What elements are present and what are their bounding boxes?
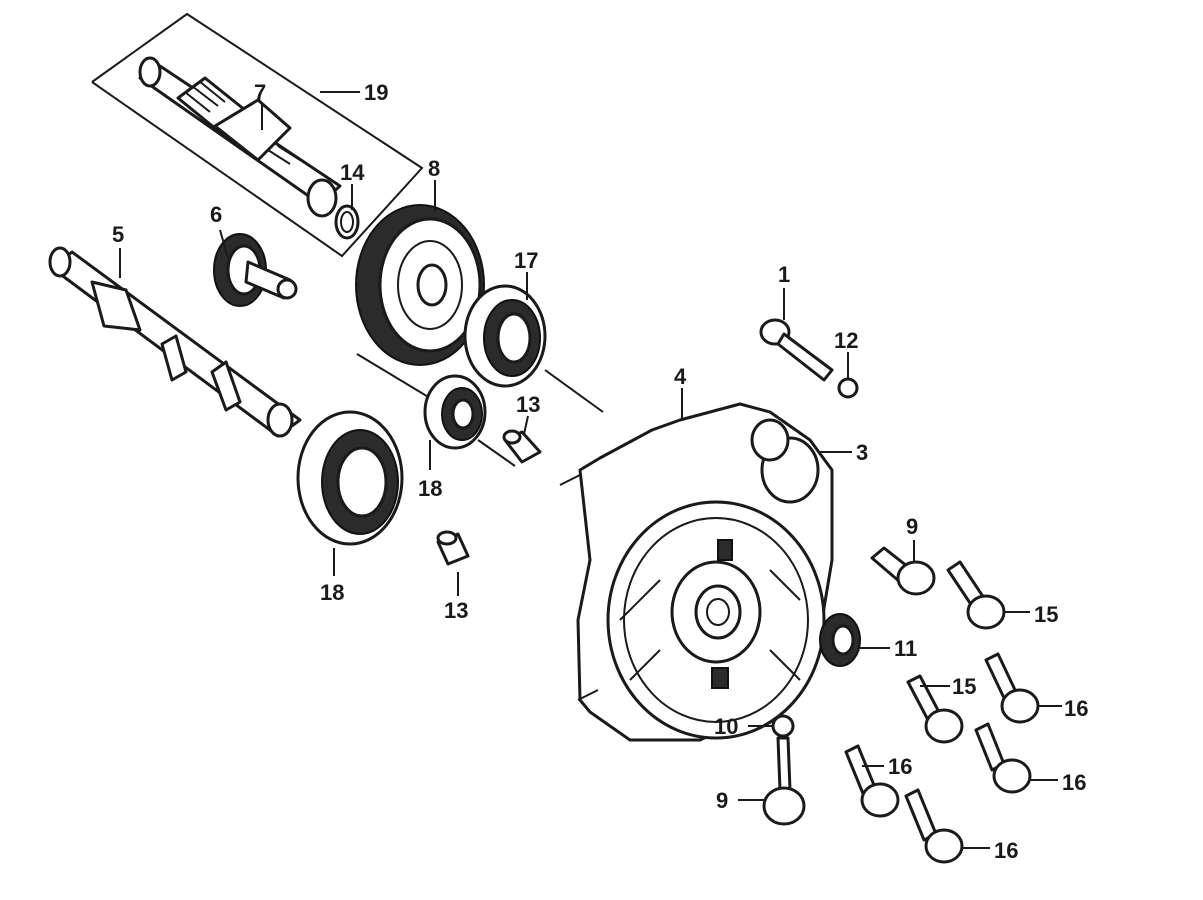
callout-18-lower: 18 <box>320 580 344 605</box>
washer-10 <box>771 714 795 738</box>
callout-4: 4 <box>674 364 687 389</box>
callout-16-b: 16 <box>1062 770 1086 795</box>
bolt-1 <box>759 318 834 382</box>
callout-labels: 19 7 14 8 6 5 17 1 12 4 13 3 18 18 13 9 … <box>112 80 1088 863</box>
output-shaft-7 <box>138 56 342 218</box>
callout-15-upper: 15 <box>1034 602 1058 627</box>
callout-5: 5 <box>112 222 124 247</box>
bearing-18-upper <box>423 374 487 450</box>
bolt-15-lower <box>906 674 964 744</box>
callout-19: 19 <box>364 80 388 105</box>
bolt-16-a <box>984 652 1040 724</box>
callout-16-a: 16 <box>1064 696 1088 721</box>
bolt-16-c <box>844 744 900 818</box>
driven-gear-8 <box>355 204 485 366</box>
nut-12 <box>837 377 859 399</box>
callout-15-lower: 15 <box>952 674 976 699</box>
bearing-18-lower <box>296 410 404 546</box>
callout-11: 11 <box>894 636 917 661</box>
callout-18-upper: 18 <box>418 476 442 501</box>
main-shaft-5 <box>48 246 302 438</box>
callout-1: 1 <box>778 262 790 287</box>
callout-16-c: 16 <box>888 754 912 779</box>
bolt-16-b <box>974 722 1032 794</box>
transmission-case-4 <box>559 402 834 742</box>
circlip-14 <box>334 204 360 240</box>
callout-13-upper: 13 <box>516 392 540 417</box>
callout-7: 7 <box>254 80 266 105</box>
callout-17: 17 <box>514 248 538 273</box>
drive-gear-6 <box>213 233 298 307</box>
bolt-15-upper <box>946 560 1006 630</box>
dowel-pin-13-upper <box>502 429 542 464</box>
callout-13-lower: 13 <box>444 598 468 623</box>
assembly-19-frame <box>91 12 424 258</box>
bolt-9-upper <box>870 546 936 596</box>
callout-14: 14 <box>340 160 365 185</box>
dowel-pin-13-lower <box>436 530 470 566</box>
bearing-17 <box>463 284 604 413</box>
callout-9-lower: 9 <box>716 788 728 813</box>
callout-6: 6 <box>210 202 222 227</box>
oil-seal-11 <box>819 613 861 667</box>
bolt-16-d <box>904 788 964 864</box>
callout-16-d: 16 <box>994 838 1018 863</box>
callout-12: 12 <box>834 328 858 353</box>
callout-8: 8 <box>428 156 440 181</box>
bolt-9-lower <box>762 736 806 826</box>
callout-9-upper: 9 <box>906 514 918 539</box>
callout-10: 10 <box>714 714 738 739</box>
leader-lines <box>119 104 1062 849</box>
callout-3: 3 <box>856 440 868 465</box>
